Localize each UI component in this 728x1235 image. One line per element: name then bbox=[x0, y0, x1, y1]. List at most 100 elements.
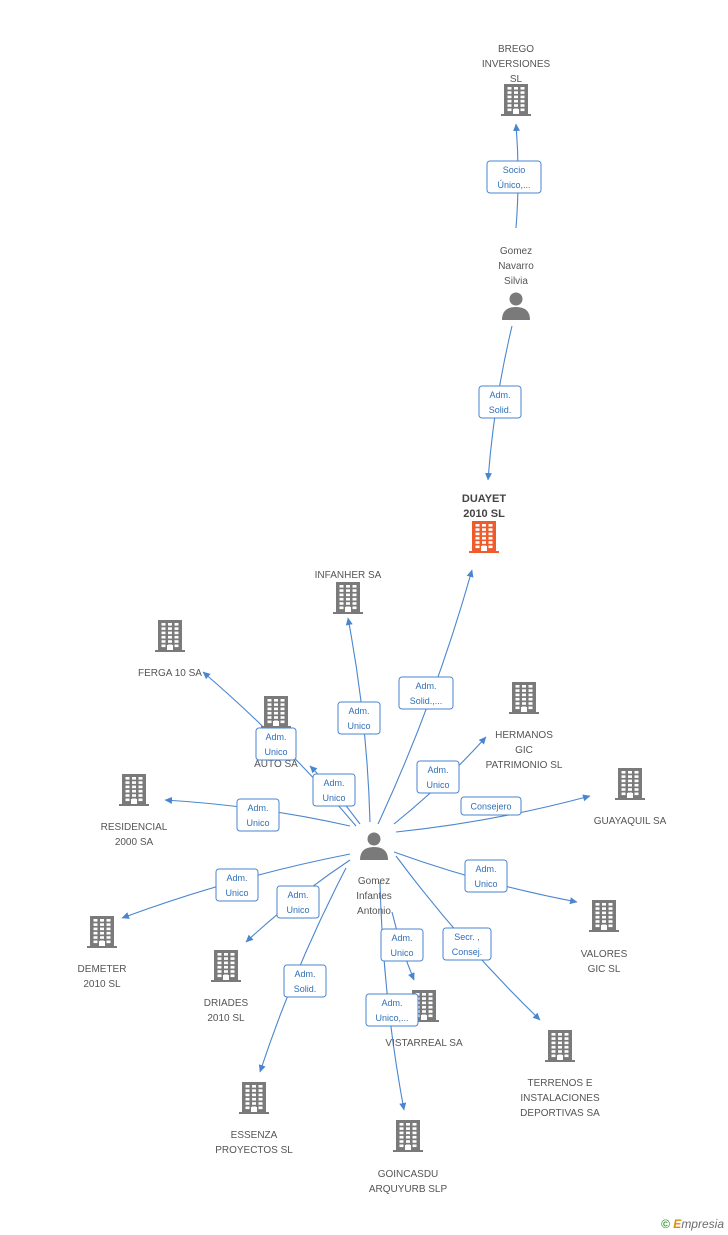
edge-label-line: Unico bbox=[286, 905, 309, 915]
edge-label-line: Solid.,... bbox=[410, 696, 443, 706]
edge-label-line: Adm. bbox=[265, 732, 286, 742]
node-demeter[interactable]: DEMETER 2010 SL bbox=[78, 916, 127, 990]
edge-label-line: Unico bbox=[264, 747, 287, 757]
node-label-line: ARQUYURB SLP bbox=[369, 1184, 448, 1195]
node-label-line: INSTALACIONES bbox=[520, 1093, 600, 1104]
brand-initial: E bbox=[673, 1217, 682, 1231]
edge-label-line: Adm. bbox=[427, 765, 448, 775]
edge-label-antonio-vistarreal[interactable]: Adm.Unico bbox=[380, 928, 424, 962]
node-residencial[interactable]: RESIDENCIAL 2000 SA bbox=[101, 774, 168, 848]
node-label-line: Gomez bbox=[358, 876, 390, 887]
building-icon bbox=[239, 1082, 269, 1114]
copyright-symbol: © bbox=[661, 1217, 670, 1231]
node-label-line: HERMANOS bbox=[495, 730, 553, 741]
brand-rest: mpresia bbox=[681, 1217, 724, 1231]
edge-label-line: Unico bbox=[225, 888, 248, 898]
building-icon bbox=[119, 774, 149, 806]
edge-label-line: Unico bbox=[347, 721, 370, 731]
node-label-line: DEPORTIVAS SA bbox=[520, 1108, 600, 1119]
building-icon bbox=[393, 1120, 423, 1152]
building-icon bbox=[545, 1030, 575, 1062]
edge-label-antonio-ferga[interactable]: Adm. Unico bbox=[255, 727, 297, 761]
edge-label-antonio-infanher[interactable]: Adm. Unico bbox=[337, 701, 381, 735]
node-label-line: INVERSIONES bbox=[482, 59, 551, 70]
building-icon bbox=[261, 696, 291, 728]
node-label-line: PATRIMONIO SL bbox=[486, 760, 563, 771]
edge-label-line: Adm. bbox=[348, 706, 369, 716]
node-infanher[interactable]: INFANHER SA bbox=[315, 570, 382, 614]
node-label-line: 2000 SA bbox=[115, 837, 154, 848]
node-terrenos[interactable]: TERRENOS E INSTALACIONES DEPORTIVAS SA bbox=[520, 1030, 600, 1119]
edge-label-line: Consejero bbox=[470, 802, 511, 812]
edge-labels-layer: SocioÚnico,...Adm.Solid.Adm.Solid.,...Ad… bbox=[215, 160, 542, 1027]
edge-label-line: Adm. bbox=[415, 681, 436, 691]
edge-label-line: Unico bbox=[322, 793, 345, 803]
building-icon bbox=[501, 84, 531, 116]
edge-label-antonio-hermanos[interactable]: Adm. Unico bbox=[416, 760, 460, 794]
edge-label-line: Adm. bbox=[294, 969, 315, 979]
node-label-line: Silvia bbox=[504, 276, 528, 287]
node-label-line: 2010 SL bbox=[207, 1013, 245, 1024]
node-label-line: ESSENZA bbox=[231, 1130, 278, 1141]
edge-label-line: Adm. bbox=[475, 864, 496, 874]
edge-label-antonio-residencial[interactable]: Adm. Unico bbox=[236, 798, 280, 832]
person-icon bbox=[502, 292, 530, 320]
edge-label-antonio-duayet[interactable]: Adm. Solid.,... bbox=[398, 676, 454, 710]
edge-label-line: Socio bbox=[503, 165, 526, 175]
node-label-line: AUTO SA bbox=[254, 759, 298, 770]
edge-label-antonio-goincasdu[interactable]: Adm. Unico,... bbox=[365, 993, 419, 1027]
node-label-line: TERRENOS E bbox=[527, 1078, 592, 1089]
node-label-line: VALORES bbox=[581, 949, 628, 960]
node-label-line: RESIDENCIAL bbox=[101, 822, 168, 833]
edge-label-line: Unico bbox=[474, 879, 497, 889]
node-label-line: DEMETER bbox=[78, 964, 127, 975]
edge-label-line: Unico,... bbox=[375, 1013, 408, 1023]
node-label-line: Antonio bbox=[357, 906, 391, 917]
node-brego[interactable]: BREGO INVERSIONES SL bbox=[482, 44, 551, 116]
node-label-line: PROYECTOS SL bbox=[215, 1145, 293, 1156]
person-icon bbox=[360, 832, 388, 860]
node-label-line: 2010 SL bbox=[83, 979, 121, 990]
node-label-line: Gomez bbox=[500, 246, 532, 257]
node-label-line: Infantes bbox=[356, 891, 392, 902]
node-guayaquil[interactable]: GUAYAQUIL SA bbox=[594, 768, 667, 827]
edge-label-antonio-essenza[interactable]: Adm. Solid. bbox=[283, 964, 327, 998]
edge-label-navarro-brego[interactable]: SocioÚnico,... bbox=[486, 160, 542, 194]
edge-label-line: Adm. bbox=[323, 778, 344, 788]
edge-label-antonio-driades[interactable]: Adm. Unico bbox=[276, 885, 320, 919]
edge-label-line: Adm. bbox=[287, 890, 308, 900]
edge-label-line: Unico bbox=[390, 948, 413, 958]
node-label-line: INFANHER SA bbox=[315, 570, 382, 581]
node-label-line: VISTARREAL SA bbox=[385, 1038, 463, 1049]
edge-label-navarro-duayet[interactable]: Adm. Solid. bbox=[478, 385, 522, 419]
edge-label-antonio-demeter[interactable]: Adm. Unico bbox=[215, 868, 259, 902]
edge-label-line: Adm. bbox=[381, 998, 402, 1008]
edge-label-antonio-guayaquil[interactable]: Consejero bbox=[460, 796, 522, 816]
edge-label-line: Adm. bbox=[247, 803, 268, 813]
node-label-line: BREGO bbox=[498, 44, 534, 55]
node-label-line: DUAYET bbox=[462, 493, 506, 505]
node-ferga[interactable]: FERGA 10 SA bbox=[138, 620, 202, 679]
node-label-line: FERGA 10 SA bbox=[138, 668, 202, 679]
building-icon bbox=[615, 768, 645, 800]
node-essenza[interactable]: ESSENZA PROYECTOS SL bbox=[215, 1082, 293, 1156]
edge-label-antonio-terrenos[interactable]: Secr. ,Consej. bbox=[442, 927, 492, 961]
edge-label-line: Unico bbox=[246, 818, 269, 828]
edge-label-antonio-valores[interactable]: Adm. Unico bbox=[464, 859, 508, 893]
building-icon bbox=[469, 521, 499, 553]
edge-label-line: Adm. bbox=[226, 873, 247, 883]
edge-label-line: Unico bbox=[426, 780, 449, 790]
edge-label-line: Adm. bbox=[489, 390, 510, 400]
node-label-line: GUAYAQUIL SA bbox=[594, 816, 667, 827]
edge-label-line: Solid. bbox=[294, 984, 317, 994]
edge-label-antonio-autosa[interactable]: Adm. Unico bbox=[312, 773, 356, 807]
edge-label-line: Solid. bbox=[489, 405, 512, 415]
node-label-line: SL bbox=[510, 74, 523, 85]
